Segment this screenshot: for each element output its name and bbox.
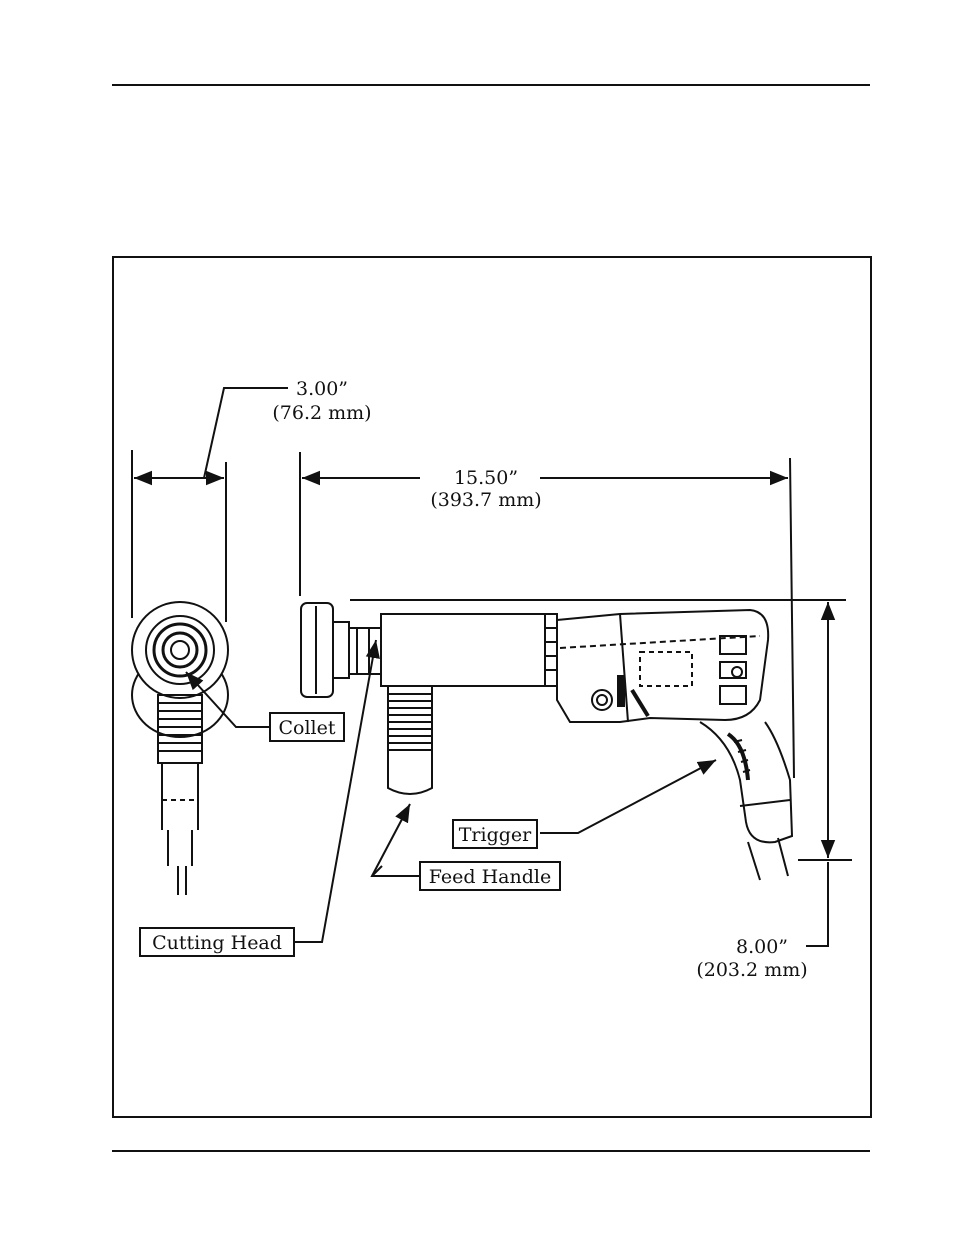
collet-label-box	[269, 712, 345, 742]
cutting-head-label: Cutting Head	[152, 932, 282, 954]
cutting-head-label-box	[139, 927, 295, 957]
width-inches: 3.00”	[296, 378, 348, 400]
trigger-label: Trigger	[459, 824, 532, 846]
figure-frame	[112, 256, 872, 1118]
height-mm: (203.2 mm)	[696, 959, 807, 981]
footer-rule	[112, 1150, 870, 1152]
tool-side-view	[300, 602, 794, 881]
collet-label: Collet	[278, 717, 335, 739]
length-inches: 15.50”	[454, 467, 518, 489]
feed-handle-label-box	[419, 861, 561, 891]
height-dimension	[350, 599, 852, 947]
width-mm: (76.2 mm)	[272, 402, 371, 424]
width-dimension	[131, 387, 288, 622]
height-inches: 8.00”	[736, 936, 788, 958]
length-dimension	[299, 452, 795, 779]
trigger-label-box	[452, 819, 538, 849]
header-rule	[112, 84, 870, 86]
feed-handle-label: Feed Handle	[429, 866, 551, 888]
leader-lines	[185, 639, 717, 943]
tool-end-view	[131, 601, 229, 895]
length-mm: (393.7 mm)	[430, 489, 541, 511]
